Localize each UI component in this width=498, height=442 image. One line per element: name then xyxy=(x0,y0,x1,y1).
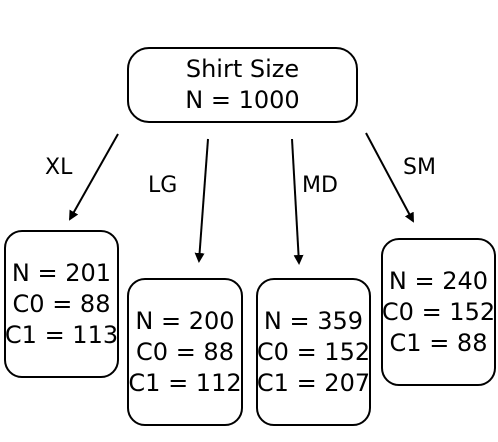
node-c0: C0 = 152 xyxy=(381,297,496,326)
root-title: Shirt Size xyxy=(185,55,300,83)
root-count: N = 1000 xyxy=(185,86,300,114)
node-c1: C1 = 112 xyxy=(128,368,242,397)
node-c0: C0 = 88 xyxy=(136,337,234,366)
child-node-xl: N = 201 C0 = 88 C1 = 113 xyxy=(4,230,119,378)
node-c0: C0 = 152 xyxy=(256,337,371,366)
edge-label-sm: SM xyxy=(403,155,436,180)
node-c1: C1 = 88 xyxy=(389,328,488,357)
node-count: N = 200 xyxy=(135,306,235,335)
edge-lg-arrow xyxy=(194,138,209,263)
node-c1: C1 = 113 xyxy=(4,320,119,349)
edge-xl-arrow xyxy=(69,133,119,221)
node-c0: C0 = 88 xyxy=(12,289,111,318)
child-node-lg: N = 200 C0 = 88 C1 = 112 xyxy=(127,278,243,426)
edge-label-md: MD xyxy=(302,173,338,198)
node-count: N = 201 xyxy=(11,258,112,287)
edge-label-xl: XL xyxy=(45,155,73,180)
node-count: N = 359 xyxy=(263,306,364,335)
node-count: N = 240 xyxy=(388,266,489,295)
root-node: Shirt Size N = 1000 xyxy=(127,47,358,123)
edge-md-arrow xyxy=(291,138,304,265)
edge-label-lg: LG xyxy=(148,173,178,198)
child-node-md: N = 359 C0 = 152 C1 = 207 xyxy=(256,278,371,426)
edge-sm-arrow xyxy=(365,132,414,223)
node-c1: C1 = 207 xyxy=(256,368,371,397)
child-node-sm: N = 240 C0 = 152 C1 = 88 xyxy=(381,238,496,386)
